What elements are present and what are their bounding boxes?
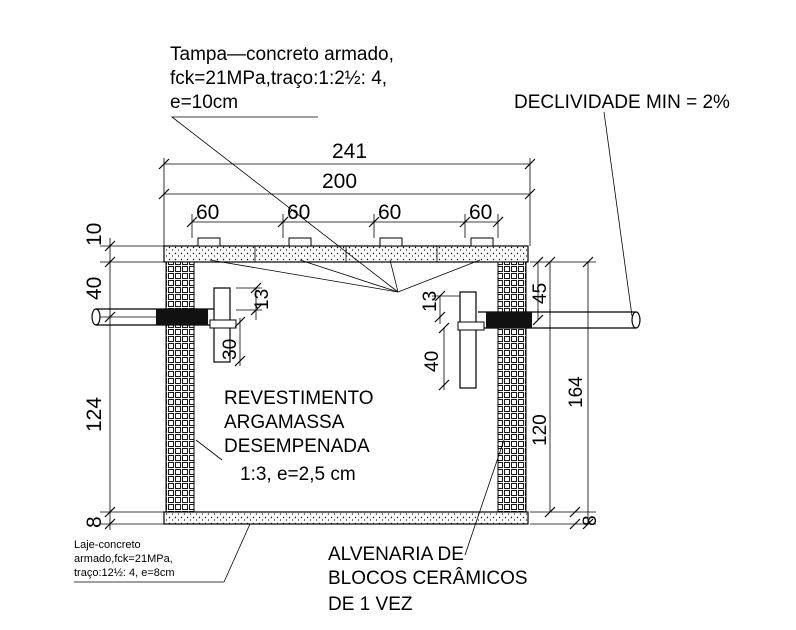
lining-note-line3: DESEMPENADA (224, 436, 370, 457)
dimension-241 (158, 158, 536, 246)
outlet-tee-joint (457, 321, 485, 331)
inlet-tee-joint (209, 319, 237, 329)
right-wall (497, 261, 527, 513)
outlet-pipe (457, 291, 641, 389)
dim-total-width: 241 (332, 140, 367, 163)
inlet-pipe-sleeve (156, 309, 208, 325)
dim-cover-thickness: 10 (83, 223, 106, 246)
masonry-note-line1: ALVENARIA DE (328, 544, 464, 565)
dim-slab-left: 8 (83, 516, 106, 528)
dim-inlet-drop: 13 (252, 289, 273, 310)
cover-handle-1 (197, 237, 221, 247)
cover-note-line1: Tampa—concreto armado, (170, 44, 394, 65)
dimension-right-chain (530, 256, 596, 530)
masonry-note-line3: DE 1 VEZ (328, 594, 413, 615)
dimension-outlet-details (432, 290, 460, 391)
dim-slab-right: 8 (580, 515, 601, 526)
slab-note-line2: armado,fck=21MPa, (74, 553, 173, 565)
dim-outlet-drop: 13 (420, 291, 441, 312)
dim-segment-3: 60 (378, 201, 401, 224)
dim-inner-width: 200 (322, 170, 357, 193)
dimension-left-chain (100, 238, 164, 530)
dim-outlet-depth: 45 (530, 283, 551, 304)
bottom-slab (163, 511, 529, 525)
lining-note-line4: 1:3, e=2,5 cm (240, 464, 356, 485)
left-wall (165, 261, 195, 513)
cover-note-line2: fck=21MPa,traço:1:2½: 4, (170, 68, 387, 89)
dim-outlet-tee: 40 (422, 351, 443, 372)
dim-total-height-right: 164 (566, 376, 587, 408)
masonry-walls (165, 261, 527, 513)
dim-segment-4: 60 (469, 201, 492, 224)
dimension-inlet-details (234, 282, 262, 367)
lining-note-line1: REVESTIMENTO (224, 388, 374, 409)
dimension-200 (158, 188, 536, 200)
cover-handle-4 (470, 237, 494, 247)
dim-depth-left: 124 (83, 397, 106, 432)
outlet-pipe-sleeve (486, 312, 532, 328)
cover-slab (163, 237, 529, 263)
slab-note-line3: traço:12½: 4, e=8cm (74, 567, 175, 579)
cover-note-line3: e=10cm (170, 92, 238, 113)
dim-inner-height-right: 120 (530, 414, 551, 446)
cover-handle-3 (379, 237, 403, 247)
cover-handle-2 (288, 237, 312, 247)
dim-segment-1: 60 (196, 201, 219, 224)
dimension-segments (186, 214, 504, 238)
dim-inlet-depth: 40 (83, 277, 106, 300)
lining-note-line2: ARGAMASSA (224, 412, 345, 433)
leader-lines (170, 111, 633, 583)
dim-inlet-tee: 30 (220, 339, 241, 360)
slope-note: DECLIVIDADE MIN = 2% (514, 92, 730, 113)
masonry-note-line2: BLOCOS CERÂMICOS (328, 567, 528, 589)
outlet-tee (459, 291, 477, 389)
inlet-pipe (91, 287, 237, 363)
dim-segment-2: 60 (287, 201, 310, 224)
slab-note-line1: Laje-concreto (74, 539, 141, 551)
